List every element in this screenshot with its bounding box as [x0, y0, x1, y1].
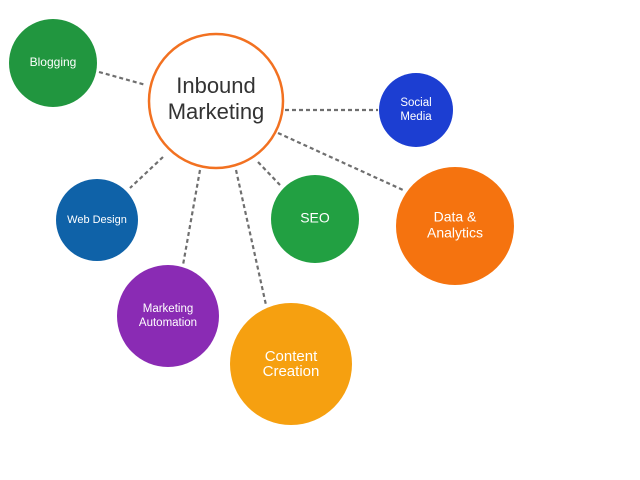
center-label-line-2: Marketing — [168, 99, 265, 124]
center-node: Inbound Marketing — [147, 32, 285, 170]
node-label-line-2: Creation — [263, 363, 320, 380]
node-label-line-1: Marketing — [143, 303, 194, 315]
node-label-line-2: Media — [400, 111, 432, 123]
center-label-line-1: Inbound — [176, 73, 256, 98]
node-label-line-1: Content — [265, 348, 318, 365]
node-social-media: Social Media — [379, 73, 453, 147]
connector-marketing-automation — [181, 169, 202, 266]
node-circle — [117, 265, 219, 367]
connector-data-analytics — [277, 131, 404, 192]
node-label-line-2: Automation — [139, 317, 197, 329]
node-circle — [379, 73, 453, 147]
center-circle — [147, 32, 285, 170]
connector-web-design — [129, 156, 164, 189]
node-seo: SEO — [271, 175, 359, 263]
node-label-line-1: Data & — [434, 209, 477, 225]
node-web-design: Web Design — [56, 179, 138, 261]
node-circle — [230, 303, 352, 425]
connectors — [98, 70, 404, 306]
connector-seo — [257, 161, 281, 186]
connector-content-creation — [234, 169, 268, 306]
node-label: SEO — [300, 210, 330, 226]
node-label: Blogging — [30, 55, 77, 69]
connector-blogging — [98, 70, 147, 87]
node-circle — [9, 19, 97, 107]
node-circle — [271, 175, 359, 263]
node-label: Web Design — [67, 214, 127, 226]
node-data-analytics: Data & Analytics — [396, 167, 514, 285]
node-label-line-1: Social — [400, 97, 431, 109]
node-circle — [56, 179, 138, 261]
node-label-line-2: Analytics — [427, 225, 483, 241]
node-content-creation: Content Creation — [230, 303, 352, 425]
node-blogging: Blogging — [9, 19, 97, 107]
node-marketing-automation: Marketing Automation — [117, 265, 219, 367]
node-circle — [396, 167, 514, 285]
